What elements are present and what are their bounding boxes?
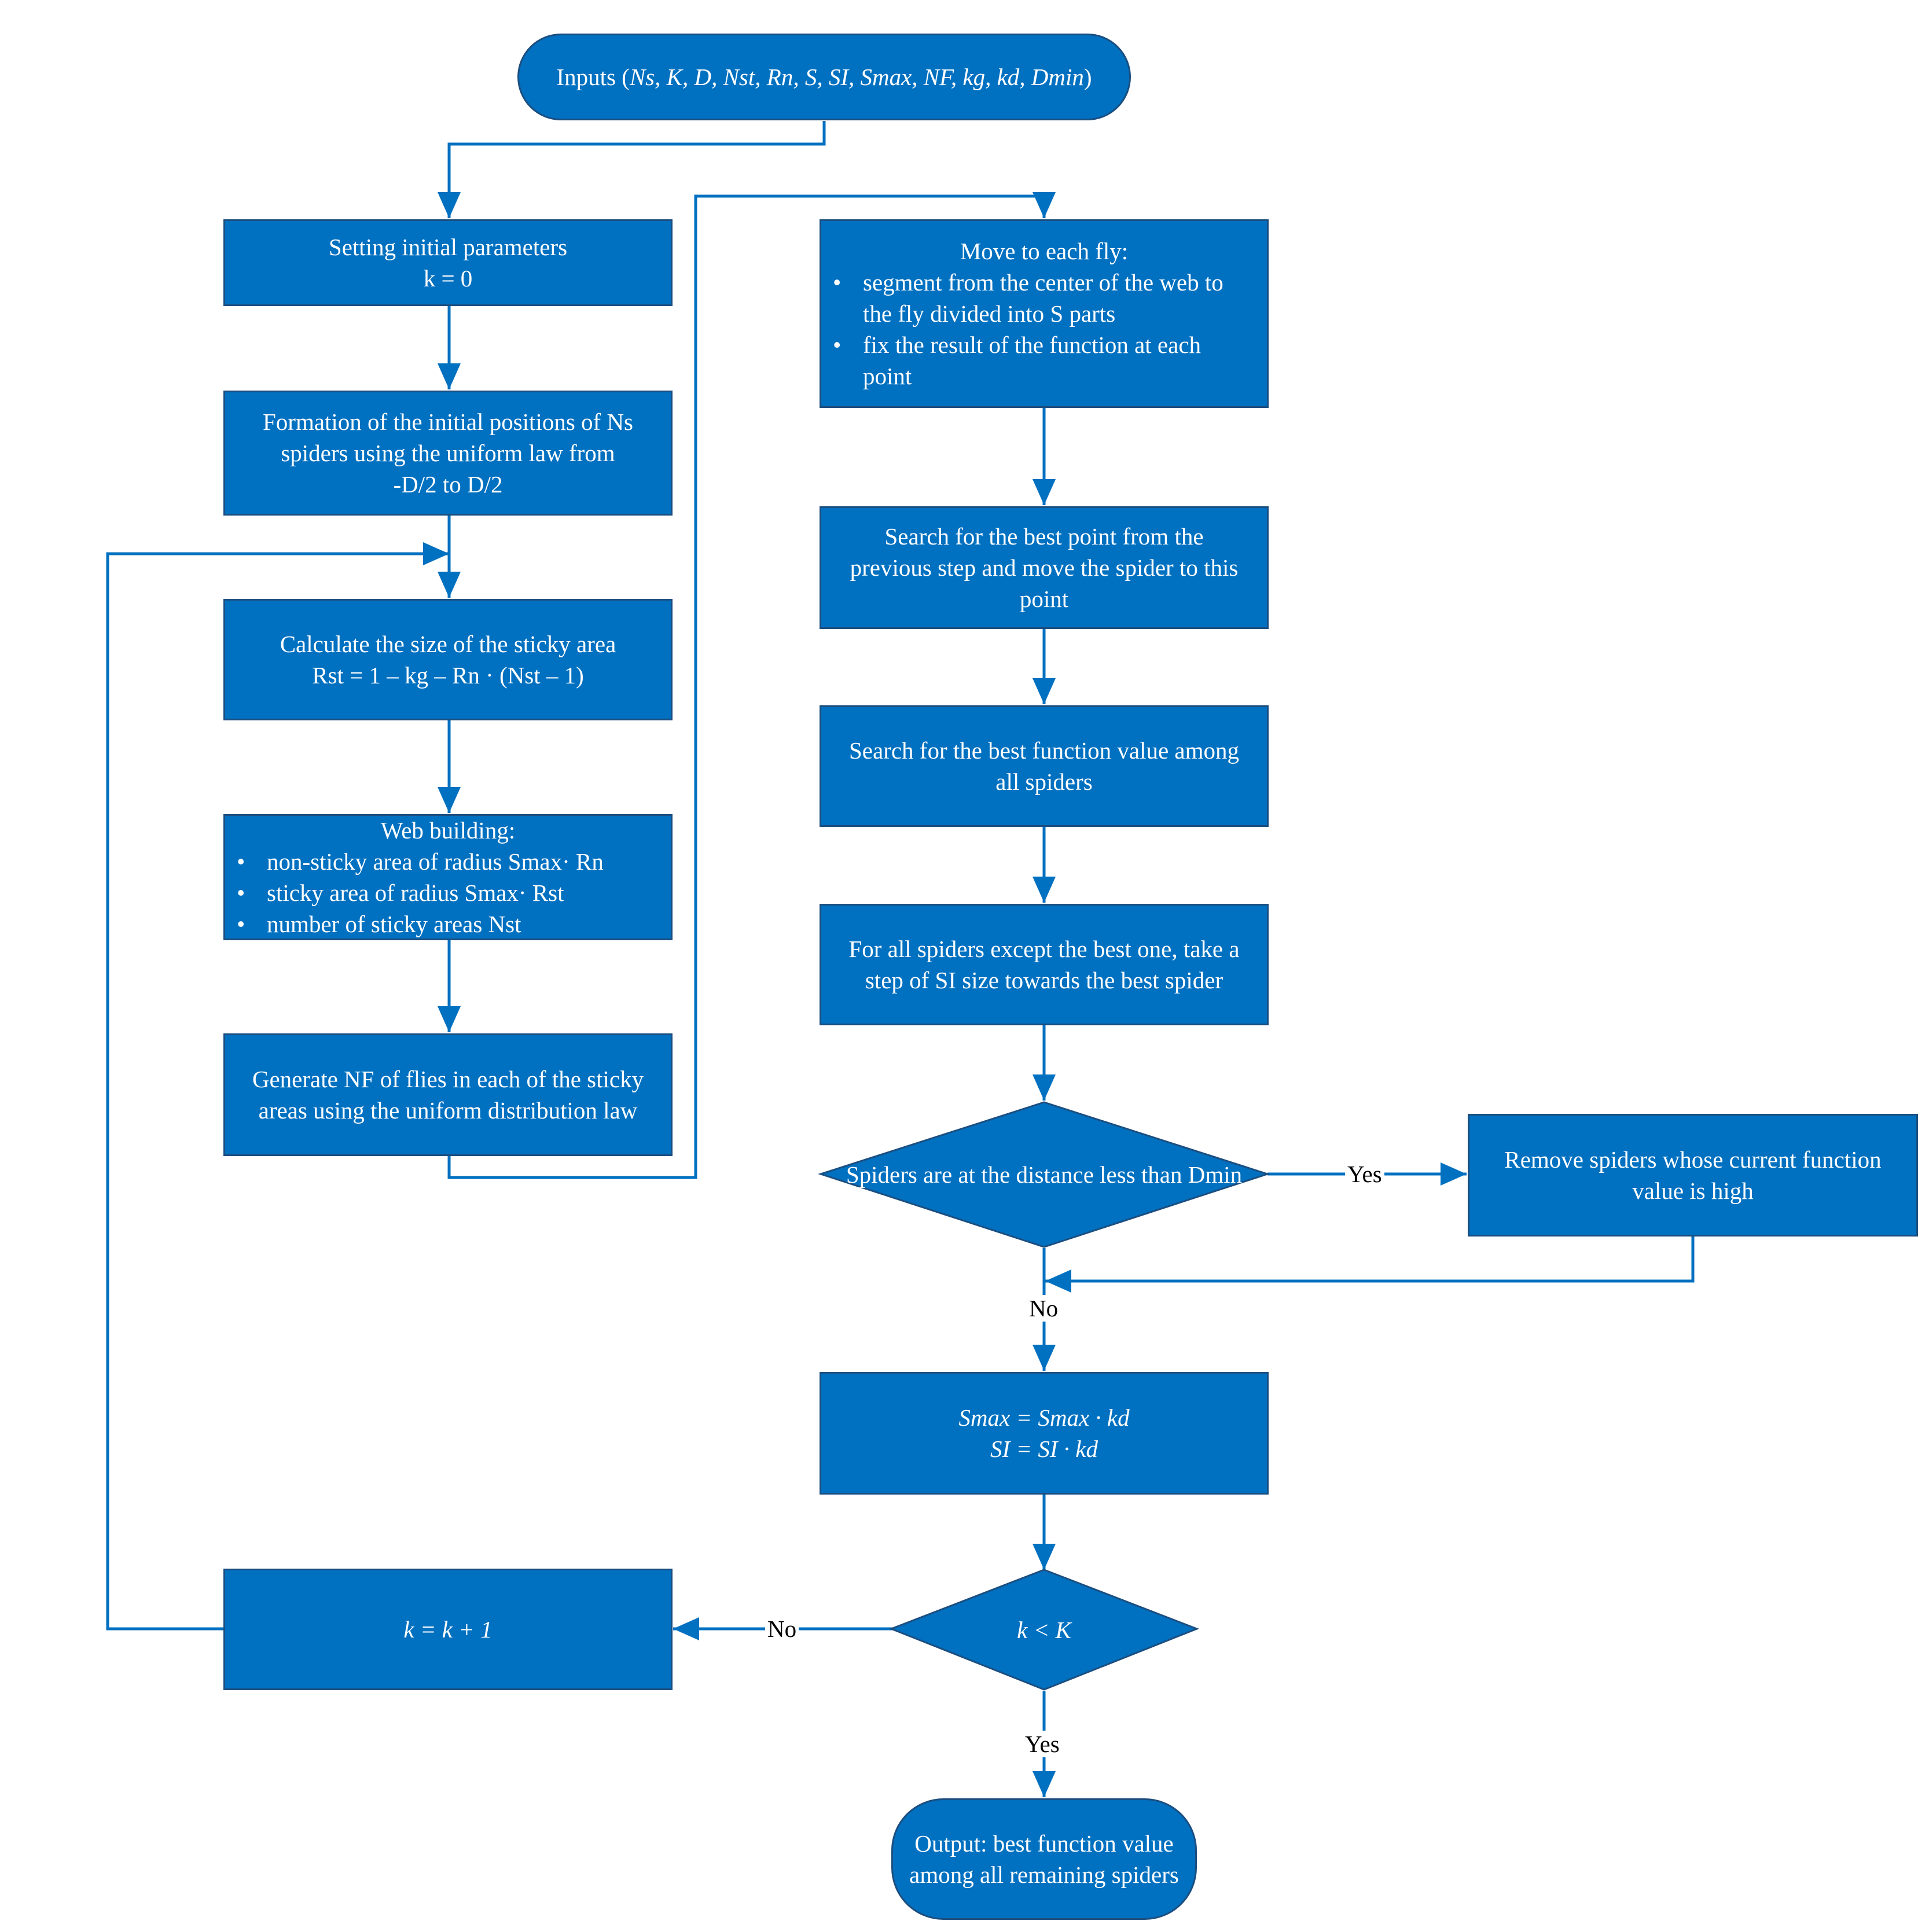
update-box: Smax = Smax · kd SI = SI · kd [820, 1372, 1269, 1495]
remove-spiders-line2: value is high [1632, 1177, 1754, 1204]
move-to-fly-item: segment from the center of the web to th… [833, 267, 1255, 329]
move-to-fly-list: segment from the center of the web to th… [833, 267, 1255, 392]
output-line2: among all remaining spiders [909, 1861, 1179, 1888]
loop-check-text: k < K [1017, 1616, 1071, 1643]
sticky-size-line1: Calculate the size of the sticky area [280, 631, 616, 657]
best-point-line2: previous step and move the spider to thi… [850, 554, 1239, 581]
edge-remove-merge [1045, 1237, 1695, 1293]
step-towards-box: For all spiders except the best one, tak… [820, 904, 1269, 1025]
update-line1: Smax = Smax · kd [958, 1404, 1130, 1431]
formation-line3: -D/2 to D/2 [393, 471, 503, 498]
formation-box: Formation of the initial positions of Ns… [223, 391, 673, 516]
generate-flies-line2: areas using the uniform distribution law [258, 1097, 638, 1124]
move-to-fly-title: Move to each fly: [960, 238, 1129, 264]
generate-flies-line1: Generate NF of flies in each of the stic… [252, 1066, 644, 1092]
loop-check-decision: k < K [891, 1570, 1197, 1690]
distance-check-diamond-shape [818, 1101, 1270, 1248]
distance-check-decision: Spiders are at the distance less than Dm… [821, 1102, 1267, 1247]
remove-spiders-box: Remove spiders whose current function va… [1468, 1114, 1918, 1237]
edge-label-loop-yes: Yes [1023, 1731, 1062, 1757]
web-building-title: Web building: [380, 817, 516, 844]
edge-increment-loop-back [106, 542, 449, 1631]
edge-inputs-to-init [438, 121, 826, 218]
sticky-size-box: Calculate the size of the sticky area Rs… [223, 599, 673, 720]
inputs-params: Ns, K, D, Nst, Rn, S, SI, Smax, NF, kg, … [629, 64, 1084, 90]
web-building-list: non-sticky area of radius Smax· Rn stick… [237, 846, 659, 940]
move-to-fly-box: Move to each fly: segment from the cente… [820, 219, 1269, 408]
web-building-item: non-sticky area of radius Smax· Rn [237, 846, 659, 877]
output-terminator: Output: best function value among all re… [891, 1798, 1197, 1920]
step-towards-line2: step of SI size towards the best spider [865, 967, 1223, 993]
distance-check-text: Spiders are at the distance less than Dm… [846, 1161, 1243, 1188]
formation-line1: Formation of the initial positions of Ns [262, 409, 634, 435]
init-params-box: Setting initial parameters k = 0 [223, 219, 673, 306]
init-params-line2: k = 0 [423, 265, 473, 292]
move-to-fly-item: fix the result of the function at each p… [833, 329, 1255, 392]
increment-box: k = k + 1 [223, 1569, 673, 1690]
edge-label-distance-yes: Yes [1345, 1161, 1384, 1187]
inputs-prefix: Inputs ( [556, 64, 630, 90]
best-value-line2: all spiders [995, 768, 1093, 795]
best-value-line1: Search for the best function value among [849, 737, 1239, 764]
init-params-line1: Setting initial parameters [328, 234, 568, 260]
generate-flies-box: Generate NF of flies in each of the stic… [223, 1033, 673, 1156]
inputs-terminator: Inputs (Ns, K, D, Nst, Rn, S, SI, Smax, … [517, 34, 1131, 120]
loop-check-diamond-shape [888, 1569, 1200, 1691]
inputs-suffix: ) [1083, 64, 1092, 90]
edge-label-loop-no: No [765, 1615, 799, 1642]
output-line1: Output: best function value [914, 1830, 1174, 1857]
sticky-size-formula: Rst = 1 – kg – Rn · (Nst – 1) [312, 662, 584, 689]
inputs-text: Inputs (Ns, K, D, Nst, Rn, S, SI, Smax, … [556, 61, 1092, 93]
best-point-box: Search for the best point from the previ… [820, 506, 1269, 629]
best-value-box: Search for the best function value among… [820, 705, 1269, 827]
update-line2: SI = SI · kd [990, 1436, 1098, 1462]
best-point-line3: point [1019, 586, 1069, 612]
formation-line2: spiders using the uniform law from [281, 440, 615, 466]
web-building-item: sticky area of radius Smax· Rst [237, 877, 659, 908]
increment-text: k = k + 1 [403, 1616, 493, 1643]
remove-spiders-line1: Remove spiders whose current function [1504, 1146, 1882, 1173]
step-towards-line1: For all spiders except the best one, tak… [848, 936, 1240, 962]
web-building-item: number of sticky areas Nst [237, 908, 659, 940]
best-point-line1: Search for the best point from the [884, 523, 1204, 550]
web-building-box: Web building: non-sticky area of radius … [223, 814, 673, 940]
edge-label-distance-no: No [1027, 1295, 1061, 1322]
edge-flies-to-move [447, 192, 1056, 1179]
